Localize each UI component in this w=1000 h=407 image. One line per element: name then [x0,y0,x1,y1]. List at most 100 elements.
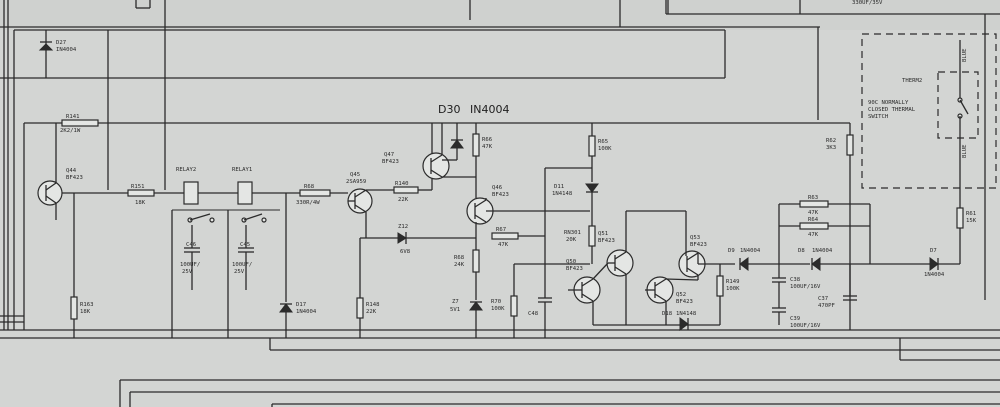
relay2-label: RELAY2 [176,167,196,173]
top-partial-label: 330UF/35V [852,0,883,6]
capacitor-c48 [538,168,552,338]
r140-label: R140 [395,181,408,187]
d7-value: 1N4004 [924,272,945,278]
transistor-q51 [606,211,634,325]
resistor-r61 [956,207,964,229]
d18-value: 1N4148 [676,311,697,317]
r148-label: R148 [366,302,380,308]
r140-value: 22K [398,197,409,203]
c48-label: C48 [528,311,539,317]
top-wiring [0,0,1000,330]
resistor-r67 [491,232,519,240]
r64-label: R64 [808,217,819,223]
r68-label: R68 [304,184,315,190]
resistor-rn301 [588,225,596,247]
transistor-q46 [466,197,590,250]
q47-label: Q47 [384,152,394,158]
c45-voltage: 25V [234,269,245,275]
diode-d27 [38,41,54,51]
r65-label: R65 [598,139,608,145]
r68b-label: R68 [454,255,465,261]
q44-label: Q44 [66,168,77,174]
q53-label: Q53 [690,235,700,241]
q44-type: BF423 [66,175,83,181]
resistor-r163 [70,296,78,320]
z12-label: Z12 [398,224,408,230]
r141-label: R141 [66,114,79,120]
resistor-r151 [127,189,155,197]
d8-value: 1N4004 [812,248,833,254]
r61-value: 15K [966,218,977,224]
capacitor-c46 [184,225,200,290]
r149-value: 100K [726,286,740,292]
d30-handwritten-label: D30 [438,103,460,116]
blue-wire-top: BLUE [962,48,968,62]
q45-type: 2SA959 [346,179,366,185]
bottom-rails [0,315,1000,407]
d7-label: D7 [930,248,937,254]
q46-type: BF423 [492,192,509,198]
relay-2 [171,181,238,338]
r63-value: 47K [808,210,819,216]
resistor-r63 [799,200,829,208]
c37-label: C37 [818,296,828,302]
d27-label: D27 [56,40,66,46]
q47-type: BF423 [382,159,399,165]
resistor-r64 [799,222,829,230]
q51-type: BF423 [598,238,615,244]
d11-value: 1N4148 [552,191,573,197]
r151-label: R151 [131,184,144,190]
z12-value: 6V8 [400,249,411,255]
paper-top-band [0,0,1000,30]
q52-label: Q52 [676,292,686,298]
r70-label: R70 [491,299,501,305]
d18-label: D18 [662,311,673,317]
capacitor-c39 [772,307,786,325]
capacitor-c37 [843,264,857,301]
c46-voltage: 25V [182,269,193,275]
r66-label: R66 [482,137,492,143]
capacitor-c38 [772,264,786,308]
c46-value: 100UF/ [180,262,200,268]
d17-label: D17 [296,302,306,308]
q50-type: BF423 [566,266,583,272]
z7-label: Z7 [452,299,459,305]
r68b-value: 24K [454,262,465,268]
r67-value: 47K [498,242,509,248]
resistor-r68-24k [472,249,480,273]
d9-value: 1N4004 [740,248,761,254]
thermal-switch-box [861,33,997,189]
resistor-r140 [393,186,419,194]
c39-value: 100UF/16V [790,323,821,329]
thermal-title: THERM2 [902,78,922,84]
capacitor-c45 [238,225,254,290]
c38-value: 100UF/16V [790,284,821,290]
transistor-q52 [645,276,699,325]
d8-label: D8 [798,248,805,254]
transistor-q50 [568,262,609,325]
q50-label: Q50 [566,259,576,265]
transistor-q53 [678,211,735,280]
thermal-desc-3: SWITCH [868,114,888,120]
c45-label: C45 [240,242,250,248]
resistor-r66 [472,133,480,157]
r64-value: 47K [808,232,819,238]
transistor-q44 [37,123,130,220]
c39-label: C39 [790,316,800,322]
d11-label: D11 [554,184,564,190]
r65-value: 100K [598,146,612,152]
q52-type: BF423 [676,299,693,305]
c37-value: 470PF [818,303,835,309]
relay1-label: RELAY1 [232,167,252,173]
c38-label: C38 [790,277,801,283]
d9-label: D9 [728,248,735,254]
diode-d18 [679,317,689,331]
r148-value: 22K [366,309,377,315]
r149-label: R149 [726,279,739,285]
resistor-r65 [588,135,596,157]
r68-value: 330R/4W [296,200,320,206]
r62-label: R62 [826,138,836,144]
q45-label: Q45 [350,172,360,178]
resistor-r141 [61,119,99,127]
